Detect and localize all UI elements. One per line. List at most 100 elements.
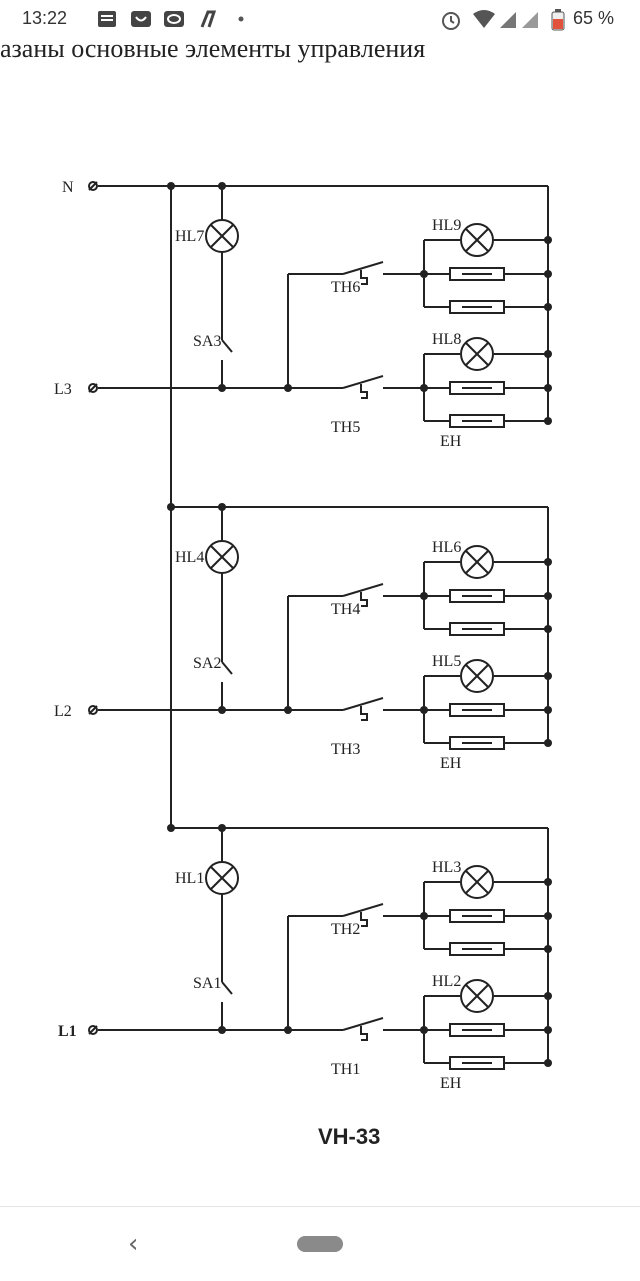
terminal-label-n: N [62,179,74,196]
heater-lamp-cross [465,342,489,366]
junction-dot [544,592,552,600]
heater-lamp-label: HL6 [432,539,461,556]
switch-label: SA1 [193,975,221,992]
junction-dot [544,236,552,244]
thermostat-contact [342,697,384,711]
signal-icon [522,12,538,28]
terminal-label-l2: L2 [54,703,72,720]
thermostat-actuator [360,270,368,285]
junction-dot [218,1026,226,1034]
thermostat-contact [342,903,384,917]
indicator-lamp-cross [210,545,234,569]
status-bar: 13:22 65 % [0,0,640,38]
home-pill-button[interactable] [297,1236,343,1252]
thermostat-label: TH6 [331,279,360,296]
junction-dot [544,417,552,425]
junction-dot [420,384,428,392]
junction-dot [544,384,552,392]
junction-dot [544,625,552,633]
heater-lamp [460,337,494,371]
thermostat-label: TH4 [331,601,360,618]
battery-icon [551,9,565,31]
thermostat-actuator [360,592,368,607]
thermostat-contact [342,583,384,597]
heater-lamp-cross [465,550,489,574]
heater-lamp-cross [465,664,489,688]
indicator-lamp-cross [210,224,234,248]
junction-dot [544,672,552,680]
heater-lamp-label: HL3 [432,859,461,876]
thermostat-actuator [360,706,368,721]
wiring-schematic: HL7SA3TH6TH5HL9HL8EHHL4SA2TH4TH3HL6HL5EH… [54,179,552,1092]
junction-dot [544,303,552,311]
alarm-icon [442,12,460,30]
app-icon [131,11,151,27]
thermostat-contact [342,375,384,389]
switch-label: SA2 [193,655,221,672]
indicator-lamp-label: HL7 [175,228,204,245]
heater-lamp-label: HL5 [432,653,461,670]
junction-dot [544,992,552,1000]
notes-icon [98,11,116,27]
thermostat-actuator [360,912,368,927]
junction-dot [544,878,552,886]
junction-dot [218,384,226,392]
switch-label: SA3 [193,333,221,350]
lambda-icon [200,10,217,28]
junction-dot [420,270,428,278]
indicator-lamp-label: HL4 [175,549,204,566]
junction-dot [544,945,552,953]
switch-contact [221,661,233,675]
switch-contact [221,339,233,353]
thermostat-label: TH1 [331,1061,360,1078]
heater-lamp-label: HL9 [432,217,461,234]
junction-dot [544,739,552,747]
junction-dot [284,384,292,392]
switch-contact [221,981,233,995]
junction-dot [420,592,428,600]
diagram-caption: VH-33 [318,1124,381,1149]
junction-dot [167,182,175,190]
heater-label: EH [440,1075,462,1092]
dot-icon [238,16,244,22]
heater-label: EH [440,433,462,450]
wifi-icon [473,10,495,28]
thermostat-actuator [360,1026,368,1041]
junction-dot [544,1026,552,1034]
junction-dot [544,912,552,920]
heater-lamp [460,659,494,693]
heater-lamp [460,223,494,257]
status-time: 13:22 [22,8,68,28]
thermostat-actuator [360,384,368,399]
back-button[interactable]: ‹ [128,1229,139,1259]
junction-dot [218,706,226,714]
junction-dot [167,824,175,832]
junction-dot [284,706,292,714]
heater-lamp-label: HL2 [432,973,461,990]
junction-dot [284,1026,292,1034]
terminal-connectors [88,181,98,1035]
junction-dot [167,503,175,511]
indicator-lamp-cross [210,866,234,890]
circle-app-icon [164,11,184,27]
heater-label: EH [440,755,462,772]
terminal-label-l3: L3 [54,381,72,398]
signal-icon [500,12,516,28]
junction-dot [544,706,552,714]
junction-dot [420,1026,428,1034]
junction-dot [544,270,552,278]
thermostat-label: TH5 [331,419,360,436]
junction-dot [544,558,552,566]
battery-percent: 65 % [573,8,615,28]
thermostat-contact [342,1017,384,1031]
terminal-label-l1: L1 [58,1023,77,1040]
heater-lamp [460,979,494,1013]
heater-lamp-label: HL8 [432,331,461,348]
thermostat-contact [342,261,384,275]
heater-lamp-cross [465,984,489,1008]
heater-lamp [460,545,494,579]
heater-lamp [460,865,494,899]
heater-lamp-cross [465,228,489,252]
indicator-lamp-label: HL1 [175,870,204,887]
heater-lamp-cross [465,870,489,894]
